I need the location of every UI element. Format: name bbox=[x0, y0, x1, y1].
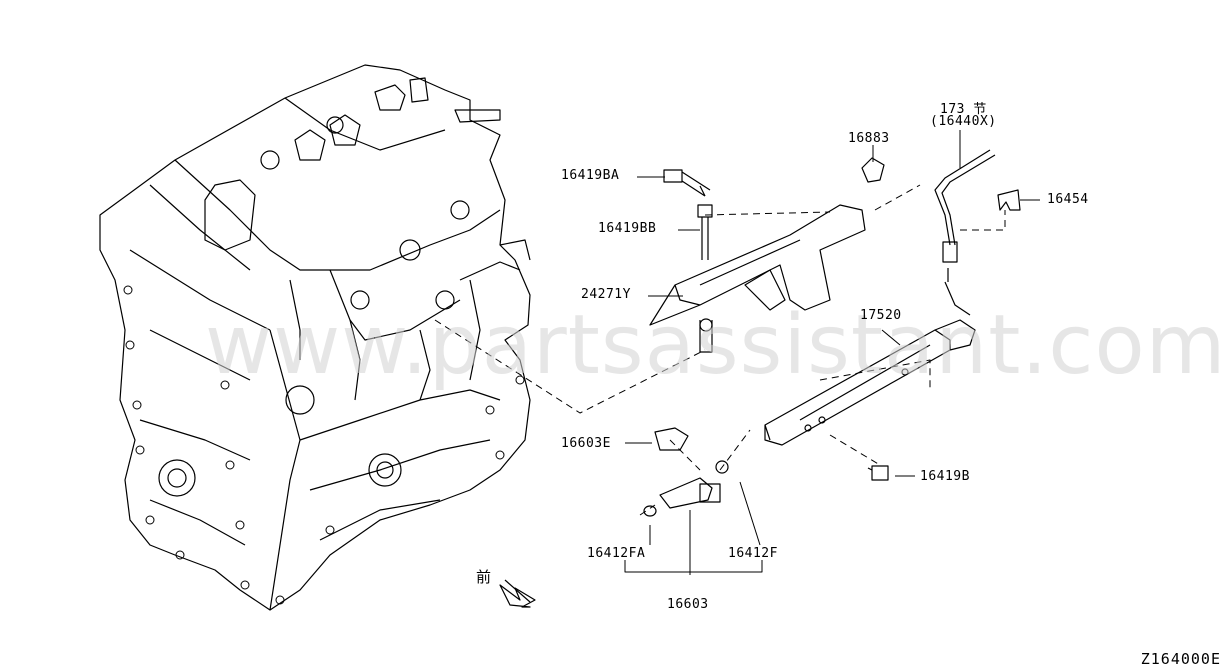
diagram-code: Z164000E bbox=[1140, 650, 1221, 668]
label-16883[interactable]: 16883 bbox=[848, 131, 890, 146]
seal-16412FA[interactable] bbox=[643, 505, 657, 517]
label-16419BB[interactable]: 16419BB bbox=[598, 221, 657, 236]
solid-leaders bbox=[624, 130, 1040, 575]
label-24271Y[interactable]: 24271Y bbox=[581, 287, 631, 302]
label-16412FA[interactable]: 16412FA bbox=[587, 546, 646, 561]
engine-assembly bbox=[99, 64, 531, 611]
bolt-16419BB[interactable] bbox=[697, 204, 713, 260]
injector-16603[interactable] bbox=[659, 477, 721, 509]
bolt-16419B[interactable] bbox=[867, 465, 889, 481]
label-16603E[interactable]: 16603E bbox=[561, 436, 611, 451]
bolt-16419BA[interactable] bbox=[663, 169, 711, 197]
fuel-rail-17520[interactable] bbox=[764, 319, 976, 446]
insulator-16603E[interactable] bbox=[654, 427, 689, 451]
label-173[interactable]: 173 节 bbox=[940, 102, 987, 117]
heat-shield-24271Y[interactable] bbox=[649, 204, 866, 353]
label-16454[interactable]: 16454 bbox=[1047, 192, 1089, 207]
label-17520[interactable]: 17520 bbox=[860, 308, 902, 323]
clip-16883[interactable] bbox=[861, 157, 885, 183]
dashed-leaders bbox=[434, 184, 1006, 516]
clip-16454[interactable] bbox=[997, 189, 1021, 211]
front-mark: 前 bbox=[476, 568, 492, 586]
label-16419BA[interactable]: 16419BA bbox=[561, 168, 620, 183]
label-16412F[interactable]: 16412F bbox=[728, 546, 778, 561]
label-16603[interactable]: 16603 bbox=[667, 597, 709, 612]
seal-16412F[interactable] bbox=[715, 460, 729, 474]
front-arrow-icon bbox=[499, 579, 536, 608]
label-16440X[interactable]: (16440X) bbox=[930, 114, 997, 129]
label-16419B[interactable]: 16419B bbox=[920, 469, 970, 484]
fuel-tube-173[interactable] bbox=[934, 149, 996, 316]
